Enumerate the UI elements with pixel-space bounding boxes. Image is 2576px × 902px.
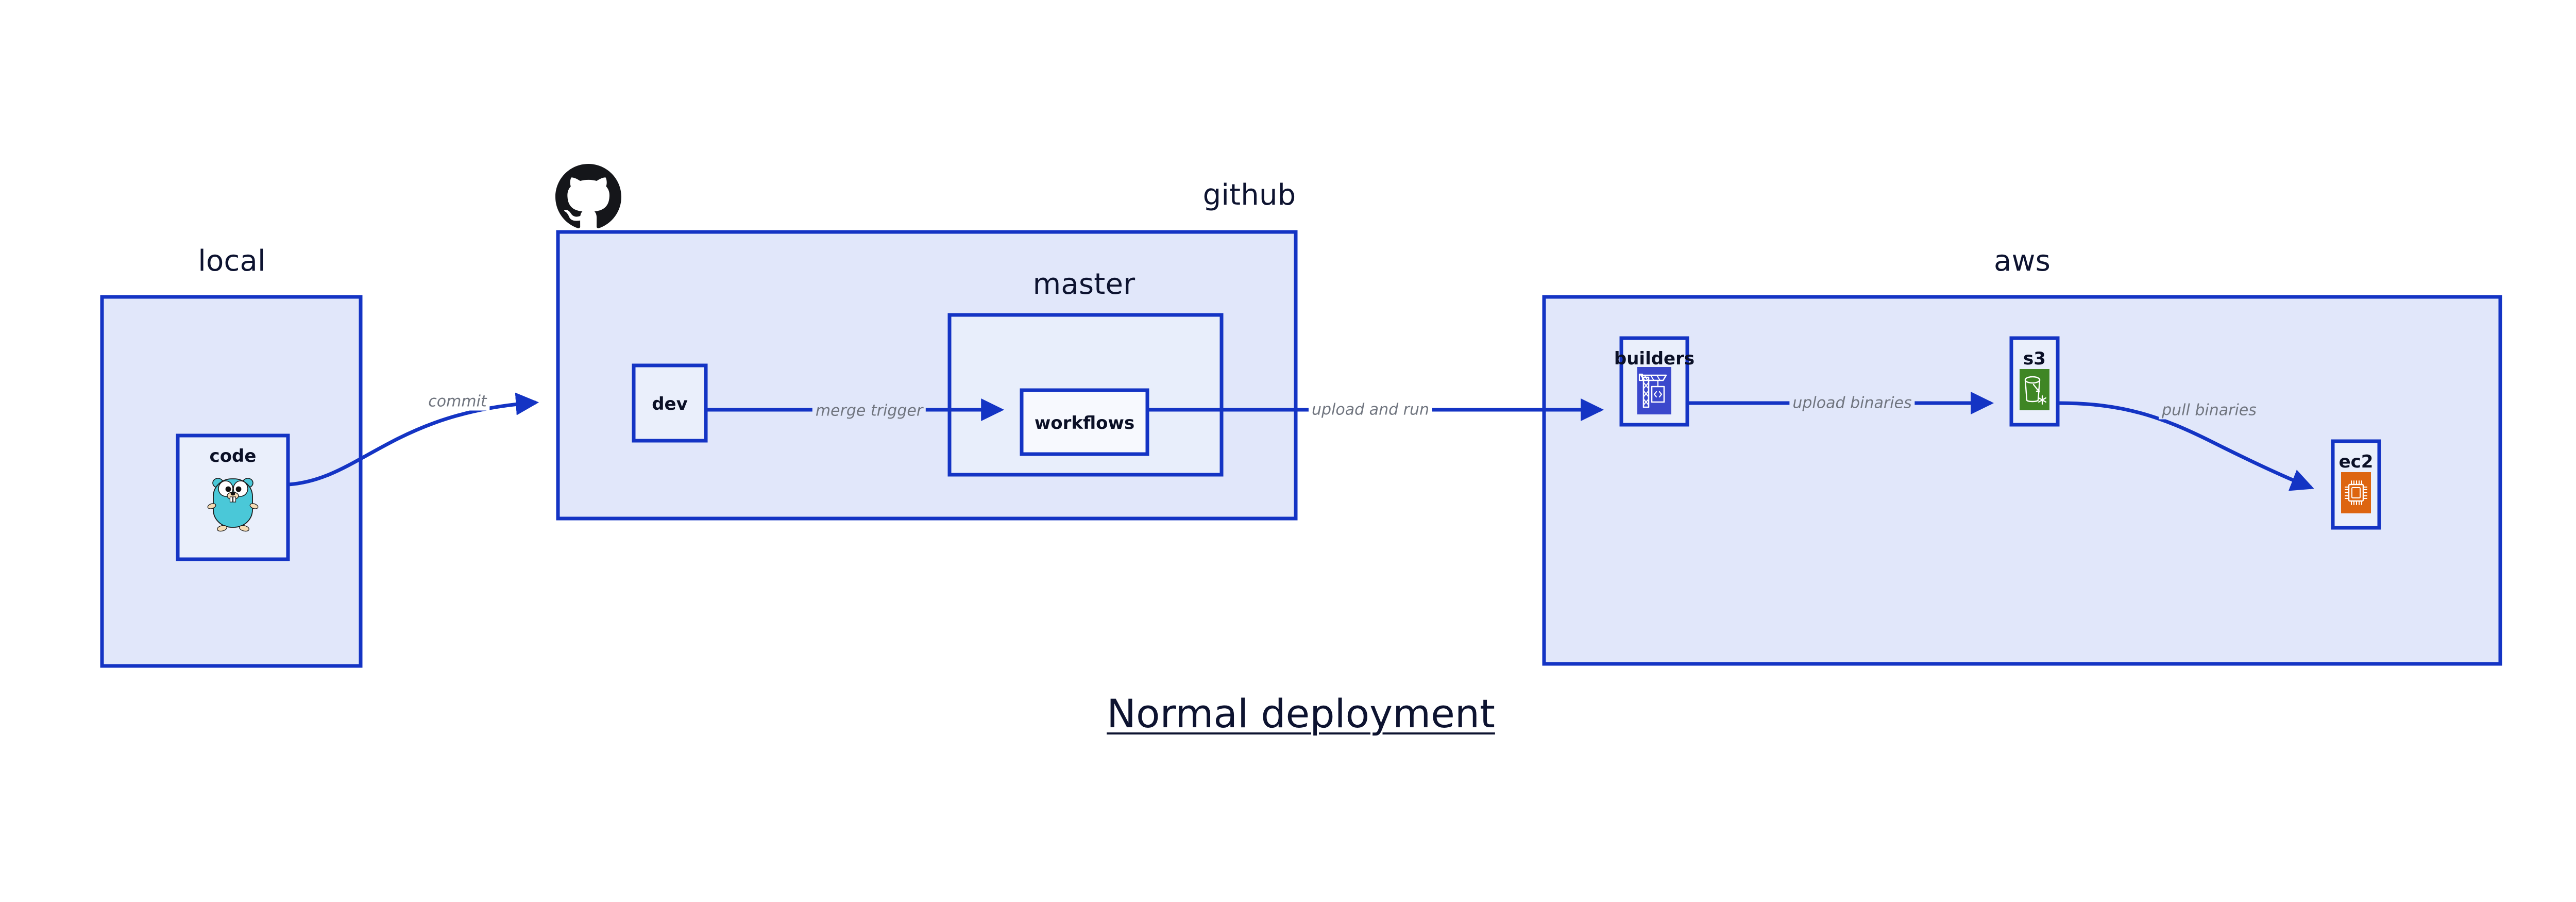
edge-label-upload-binaries: upload binaries — [1789, 394, 1915, 412]
group-label-aws: aws — [1994, 244, 2050, 278]
github-octocat-logo — [555, 164, 621, 230]
group-label-github: github — [1202, 178, 1296, 212]
group-label-master: master — [1032, 268, 1136, 301]
go-gopher-icon — [205, 472, 261, 533]
node-label-workflows: workflows — [1034, 413, 1135, 433]
node-label-ec2: ec2 — [2338, 452, 2374, 472]
edge-pull-binaries — [2058, 401, 2314, 491]
node-label-s3: s3 — [2023, 348, 2046, 369]
edge-label-merge-trigger: merge trigger — [812, 402, 926, 420]
aws-ec2-chip-icon — [2341, 472, 2371, 513]
page-title: Normal deployment — [1107, 691, 1495, 737]
aws-s3-bucket-icon — [2020, 369, 2049, 410]
node-label-code: code — [209, 446, 257, 466]
node-label-dev: dev — [652, 394, 688, 414]
node-box-workflows[interactable] — [1020, 388, 1149, 456]
node-box-dev[interactable] — [632, 363, 708, 443]
edge-label-commit: commit — [425, 392, 490, 411]
aws-builders-crane-icon — [1637, 367, 1671, 414]
edge-label-upload-and-run: upload and run — [1308, 400, 1433, 419]
edge-label-pull-binaries: pull binaries — [2159, 401, 2260, 420]
node-label-builders: builders — [1614, 348, 1695, 369]
group-label-local: local — [198, 244, 266, 278]
